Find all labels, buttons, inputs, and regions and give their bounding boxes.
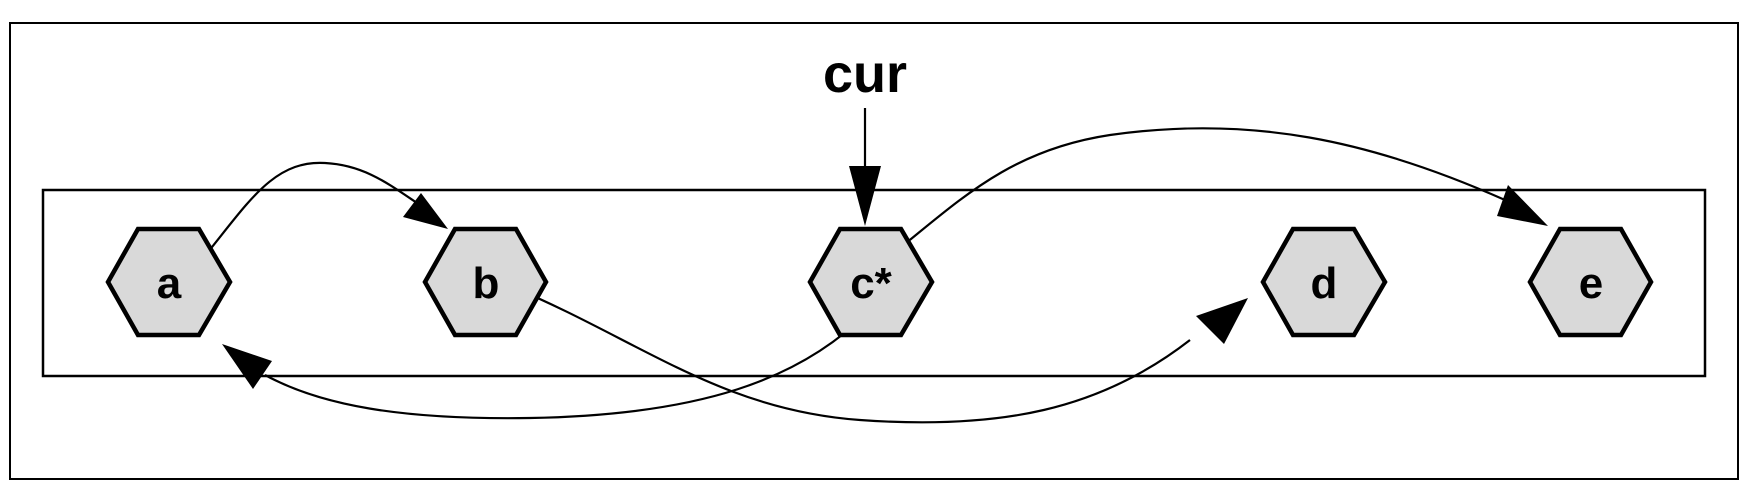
node-d-label: d [1311,259,1338,308]
edge-a-to-b-arrowhead [403,193,448,229]
edge-c-to-a [264,311,869,420]
node-d: d [1260,226,1388,338]
pointer-arrowhead [849,166,881,226]
node-a-label: a [157,259,182,308]
edge-b-to-d-arrowhead [1196,298,1248,344]
node-c: c* [807,226,935,338]
node-a: a [105,226,233,338]
node-c-hexagon [807,226,935,338]
edge-c-to-a-arrowhead [222,344,272,389]
node-e: e [1527,226,1654,338]
node-c-label: c* [850,259,892,308]
edge-c-to-e-arrowhead [1497,185,1548,226]
edge-b-to-d [507,283,1191,424]
node-b-hexagon [422,226,549,338]
outer-frame [9,22,1739,480]
edge-c-to-e [894,127,1506,253]
node-a-hexagon [105,226,233,338]
edges [207,127,1548,424]
node-b-label: b [473,259,500,308]
pointer-label: cur [823,44,907,104]
node-b: b [422,226,549,338]
node-e-label: e [1579,259,1603,308]
edge-a-to-b [207,161,421,253]
cur-pointer: cur [823,44,907,226]
node-e-hexagon [1527,226,1654,338]
node-d-hexagon [1260,226,1388,338]
